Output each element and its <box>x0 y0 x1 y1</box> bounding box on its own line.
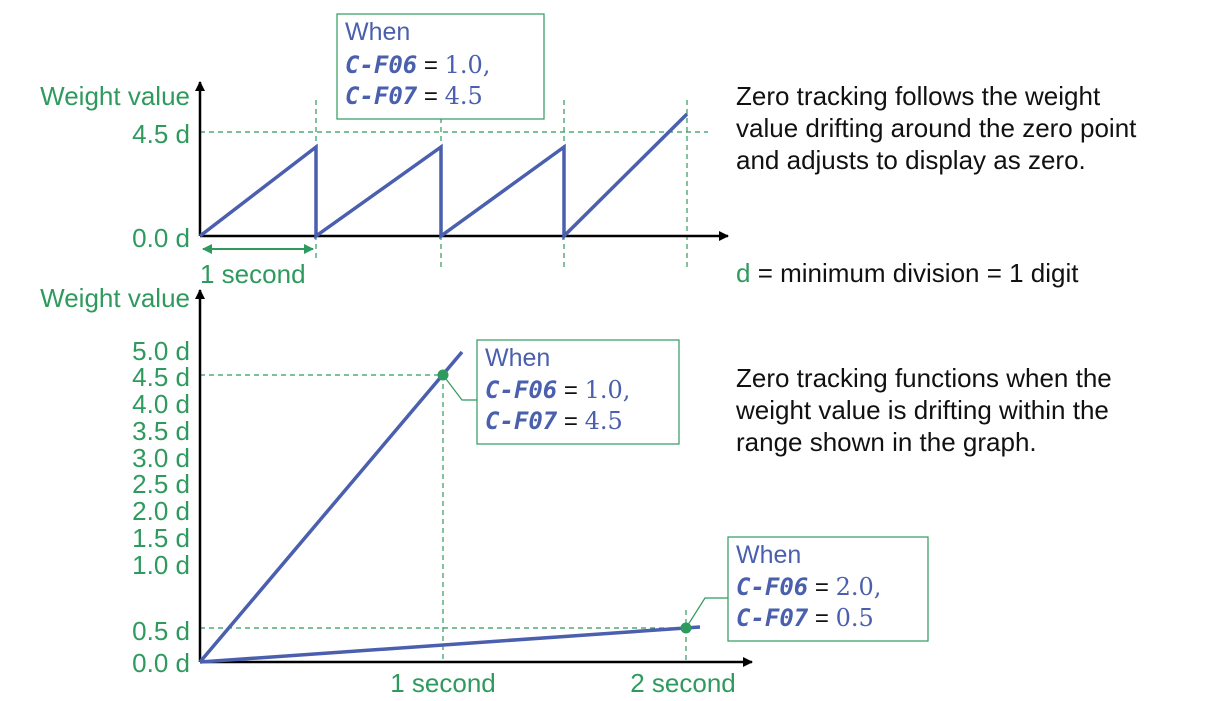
top-span-label: 1 second <box>200 259 306 289</box>
top-callout-box <box>336 13 545 120</box>
bottom-callout-a-val1: 1.0, <box>585 376 631 404</box>
bottom-steep-line <box>198 350 464 664</box>
bottom-callout-a-eq2: = <box>564 408 585 435</box>
bottom-callout-b-eq1: = <box>815 574 836 601</box>
range-note-line3: range shown in the graph. <box>736 427 1037 457</box>
bottom-y-tick-1-5: 1.5 d <box>132 523 190 553</box>
top-sawtooth-line <box>198 112 689 241</box>
bottom-y-tick-3-0: 3.0 d <box>132 443 190 473</box>
range-note-line2: weight value is drifting within the <box>736 395 1109 425</box>
top-callout-code1: C-F06 <box>345 51 417 79</box>
bottom-callout-a-when: When <box>485 344 550 372</box>
bottom-callout-a-line2: C-F07 = 4.5 <box>485 407 623 435</box>
bottom-y-tick-5-0: 5.0 d <box>132 336 190 366</box>
bottom-x-tick-1-second: 1 second <box>390 668 496 696</box>
bottom-callout-b-val2: 0.5 <box>836 604 874 632</box>
bottom-callout-a-val2: 4.5 <box>585 407 623 435</box>
bottom-callout-a-code1: C-F06 <box>485 376 557 404</box>
bottom-callout-a-box <box>476 339 680 445</box>
bottom-y-tick-3-5: 3.5 d <box>132 416 190 446</box>
bottom-y-axis-label: Weight value <box>40 283 190 313</box>
top-callout-val1: 1.0, <box>445 51 491 79</box>
top-callout-code2: C-F07 <box>345 82 418 110</box>
range-note: Zero tracking functions when the weight … <box>736 362 1206 458</box>
bottom-leader-a <box>442 374 477 401</box>
d-definition-note: d = minimum division = 1 digit <box>736 257 1206 289</box>
bottom-callout-b-code2: C-F07 <box>736 604 809 632</box>
top-callout-line2: C-F07 = 4.5 <box>345 82 483 110</box>
tracking-note: Zero tracking follows the weight value d… <box>736 80 1214 176</box>
top-y-tick-0-0: 0.0 d <box>132 223 190 253</box>
bottom-callout-b-box <box>727 536 929 642</box>
d-definition: = minimum division = 1 digit <box>757 258 1079 288</box>
bottom-y-tick-0-0: 0.0 d <box>132 648 190 678</box>
top-y-axis-label: Weight value <box>40 81 190 111</box>
d-symbol: d <box>736 258 751 288</box>
bottom-y-tick-0-5: 0.5 d <box>132 616 190 646</box>
top-graph: Weight value 4.5 d 0.0 d 1 second When C… <box>40 13 729 289</box>
bottom-callout-b-line2: C-F07 = 0.5 <box>736 604 874 632</box>
bottom-y-ticks: 5.0 d 4.5 d 4.0 d 3.5 d 3.0 d 2.5 d 2.0 … <box>132 336 190 678</box>
bottom-y-tick-4-5: 4.5 d <box>132 362 190 392</box>
bottom-y-tick-2-0: 2.0 d <box>132 496 190 526</box>
bottom-leader-b <box>685 597 728 629</box>
tracking-note-line3: and adjusts to display as zero. <box>736 145 1086 175</box>
bottom-x-tick-2-second: 2 second <box>630 668 736 696</box>
top-callout-eq2: = <box>424 83 445 110</box>
top-callout-line1: C-F06 = 1.0, <box>345 51 490 79</box>
tracking-note-line2: value drifting around the zero point <box>736 113 1137 143</box>
bottom-y-tick-4-0: 4.0 d <box>132 389 190 419</box>
bottom-graph: Weight value 5.0 d 4.5 d 4.0 d 3.5 d 3.0… <box>40 283 929 698</box>
top-callout-eq1: = <box>424 52 445 79</box>
range-note-line1: Zero tracking functions when the <box>736 363 1112 393</box>
bottom-callout-a-eq1: = <box>564 377 585 404</box>
top-callout-val2: 4.5 <box>445 82 483 110</box>
bottom-callout-b-val1: 2.0, <box>836 573 882 601</box>
top-callout-when: When <box>345 18 410 46</box>
bottom-callout-a-code2: C-F07 <box>485 407 558 435</box>
bottom-y-tick-2-5: 2.5 d <box>132 469 190 499</box>
bottom-callout-b-when: When <box>736 541 801 569</box>
top-y-tick-4-5: 4.5 d <box>132 119 190 149</box>
bottom-callout-b-eq2: = <box>815 605 836 632</box>
bottom-callout-a-line1: C-F06 = 1.0, <box>485 376 630 404</box>
bottom-y-tick-1-0: 1.0 d <box>132 550 190 580</box>
bottom-callout-b-code1: C-F06 <box>736 573 808 601</box>
bottom-shallow-line <box>199 625 701 664</box>
bottom-callout-b-line1: C-F06 = 2.0, <box>736 573 881 601</box>
tracking-note-line1: Zero tracking follows the weight <box>736 81 1101 111</box>
